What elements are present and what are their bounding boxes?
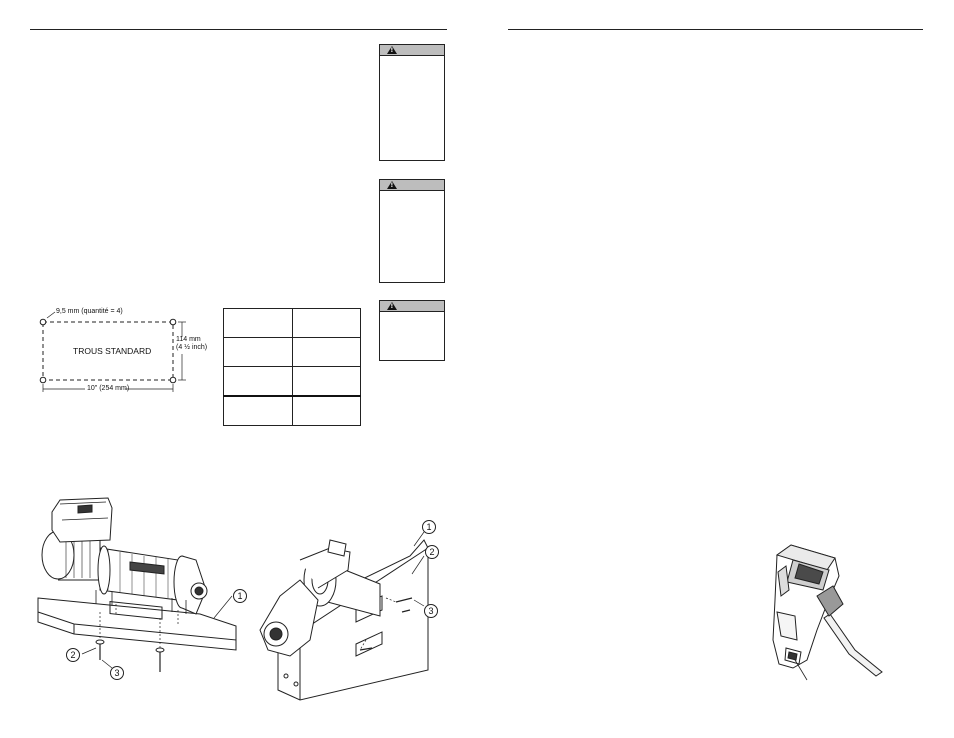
table-cell: [291, 366, 361, 397]
warning-triangle-icon: [387, 181, 397, 189]
hole-size-label: 9,5 mm (quantité = 4): [56, 308, 123, 315]
table-cell: [223, 337, 293, 367]
warning-box-3: [379, 300, 445, 361]
left-page: 9,5 mm (quantité = 4) TROUS STANDARD 114…: [0, 0, 477, 738]
warning-header: [380, 180, 444, 191]
callout-2: 2: [66, 648, 80, 662]
width-label: 10" (254 mm): [87, 385, 130, 392]
callout-3: 3: [110, 666, 124, 680]
table-cell: [291, 395, 361, 426]
warning-header: [380, 45, 444, 56]
table-cell: [223, 308, 293, 338]
hole-pattern-drawing: [39, 311, 186, 392]
table-cell: [291, 308, 361, 338]
table-cell: [223, 395, 293, 426]
spec-table: [223, 308, 361, 426]
standard-holes-label: TROUS STANDARD: [73, 346, 152, 356]
right-page: [477, 0, 954, 738]
callout-2: 2: [425, 545, 439, 559]
table-row: [223, 366, 361, 397]
callout-3: 3: [424, 604, 438, 618]
warning-box-1: [379, 44, 445, 161]
table-cell: [291, 337, 361, 367]
header-rule: [508, 29, 923, 30]
height-inch-label: (4 ½ inch): [176, 344, 208, 351]
callout-1: 1: [422, 520, 436, 534]
warning-box-2: [379, 179, 445, 283]
warning-header: [380, 301, 444, 312]
warning-triangle-icon: [387, 46, 397, 54]
table-row: [223, 395, 361, 426]
winch-line-drawing: [37, 497, 429, 701]
height-mm-label: 114 mm: [176, 336, 201, 343]
warning-triangle-icon: [387, 302, 397, 310]
table-row: [223, 337, 361, 367]
callout-1: 1: [233, 589, 247, 603]
table-row: [223, 308, 361, 338]
remote-control-illustration: [772, 544, 883, 681]
header-rule: [30, 29, 447, 30]
